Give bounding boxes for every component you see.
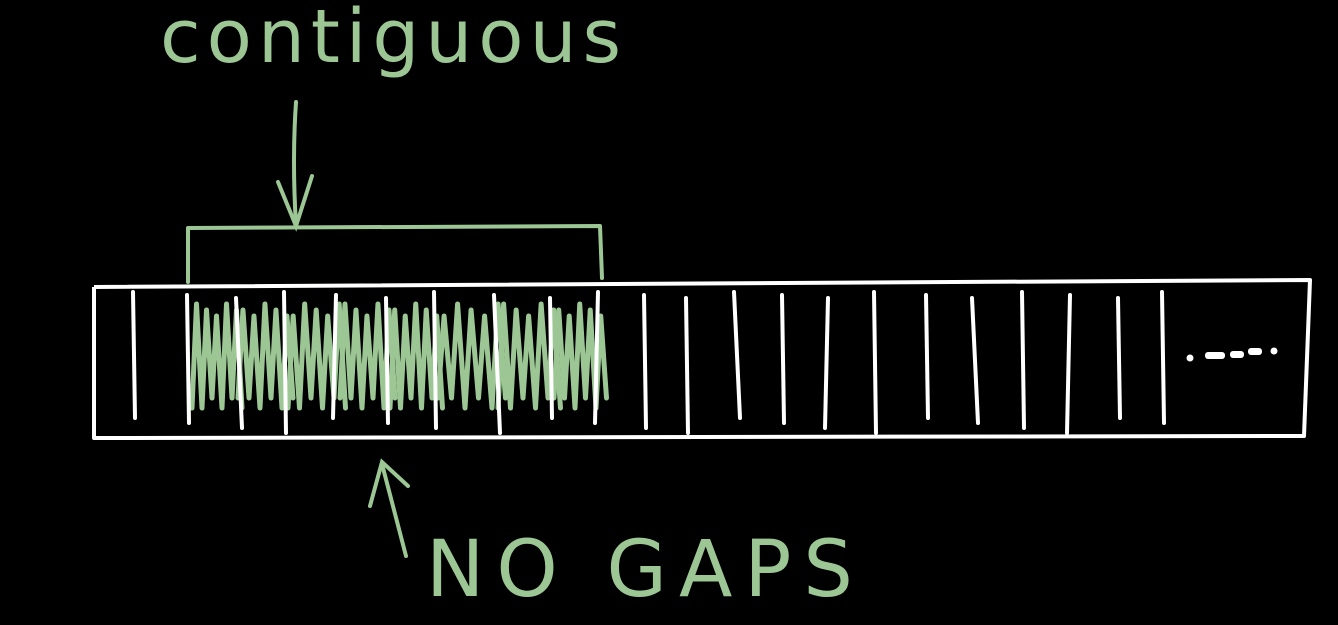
- memory-strip-outline: [92, 278, 1312, 440]
- cell-divider: [970, 296, 980, 425]
- cell-divider: [492, 293, 502, 435]
- cell-divider: [234, 296, 244, 430]
- contiguous-bracket: [186, 224, 604, 284]
- cell-divider: [732, 290, 742, 420]
- cell-divider: [331, 293, 338, 420]
- ellipsis-continuation: [1186, 347, 1278, 362]
- cell-divider: [780, 293, 786, 425]
- cell-divider: [131, 290, 137, 420]
- cell-divider: [642, 293, 648, 430]
- cell-divider: [593, 290, 600, 425]
- cell-divider: [282, 290, 288, 435]
- cell-divider: [1020, 290, 1026, 430]
- hatch-stroke: [189, 301, 245, 411]
- cell-divider: [1116, 296, 1122, 420]
- cell-divider: [823, 296, 830, 430]
- cell-divider: [548, 296, 554, 420]
- hatch-stroke: [435, 301, 508, 411]
- cell-divider: [924, 293, 930, 420]
- up-arrow-icon: [368, 458, 410, 558]
- cell-divider: [1065, 293, 1072, 435]
- contiguous-label: contiguous: [160, 0, 627, 80]
- no-gaps-label: NO GAPS: [426, 525, 865, 615]
- cell-divider: [432, 290, 438, 430]
- down-arrow-icon: [276, 100, 314, 232]
- cell-divider: [384, 296, 390, 425]
- memory-cell-dividers: [131, 290, 1166, 435]
- cell-divider: [185, 293, 191, 425]
- cell-divider: [684, 296, 690, 435]
- contiguous-block-fill: [189, 301, 609, 411]
- cell-divider: [1160, 290, 1166, 425]
- cell-divider: [872, 290, 878, 435]
